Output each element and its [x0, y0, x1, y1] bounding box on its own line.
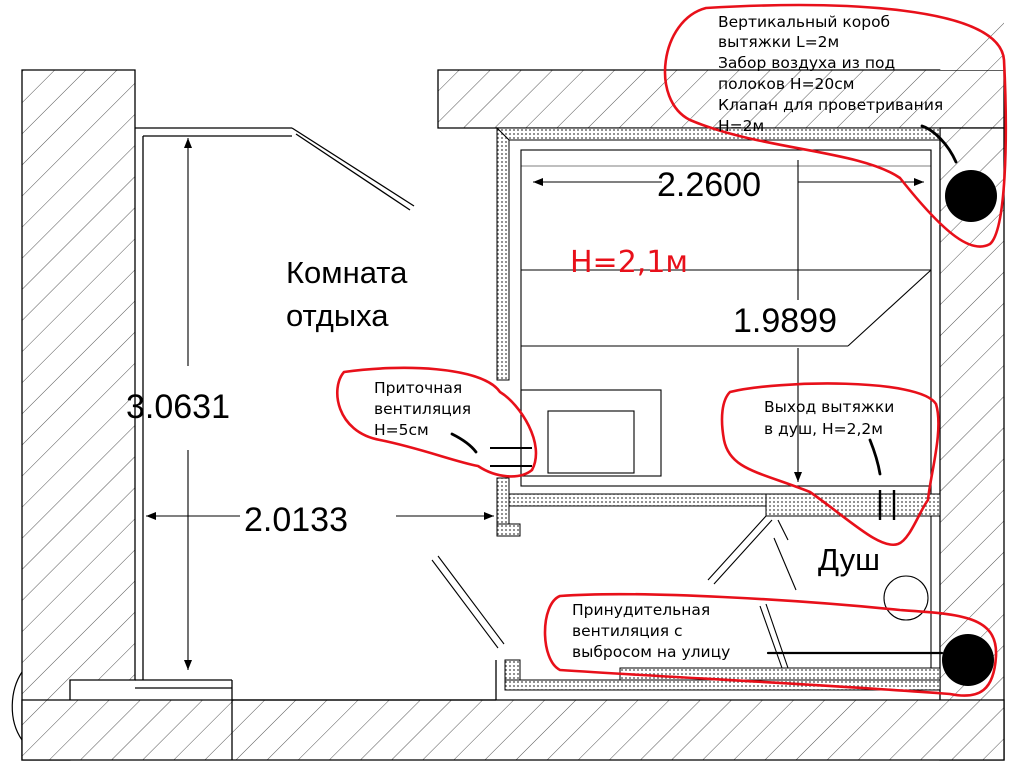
dimension-lines [146, 138, 924, 670]
note-forced: Принудительная вентиляция с выбросом на … [572, 601, 730, 661]
note-exhaust-box-line3: Забор воздуха из под [718, 54, 895, 72]
heater-outer [520, 389, 662, 477]
steam-room-height: H=2,1м [570, 245, 688, 280]
sauna-insulation [495, 126, 941, 691]
wall-arc [11, 671, 23, 741]
annotation-outlines [336, 3, 1008, 697]
dim-steam-depth: 1.9899 [733, 302, 837, 340]
note-exhaust-box-line5: Клапан для проветривания [718, 96, 943, 114]
note-exhaust-box: Вертикальный короб вытяжки L=2м Забор во… [718, 13, 943, 135]
note-supply: Приточная вентиляция H=5см [374, 379, 471, 439]
pointer-lines [450, 124, 958, 655]
note-shower-exit-line1: Выход вытяжки [764, 398, 894, 416]
note-forced-line1: Принудительная [572, 601, 710, 619]
note-supply-line1: Приточная [374, 379, 462, 397]
sauna-wall-bottom [508, 493, 771, 507]
exhaust-box-outline [663, 3, 1008, 248]
masonry-walls [21, 0, 1005, 761]
forced-outline [543, 592, 998, 697]
note-exhaust-box-line2: вытяжки L=2м [718, 33, 839, 51]
rest-room-outline [135, 127, 497, 760]
note-supply-line3: H=5см [374, 421, 429, 439]
note-forced-line2: вентиляция с [572, 622, 683, 640]
shower-left-stub [504, 659, 521, 681]
room-labels: Комната отдыха Душ H=2,1м [286, 245, 880, 577]
note-exhaust-box-line6: H=2м [718, 117, 764, 135]
note-shower-exit: Выход вытяжки в душ, H=2,2м [764, 398, 894, 438]
dimension-labels: 2.2600 1.9899 3.0631 2.0133 [126, 166, 837, 539]
shower-exhaust-symbol [878, 490, 896, 520]
wall-left [21, 69, 136, 761]
sauna-wall-left [496, 126, 510, 381]
shower-partition [765, 493, 941, 517]
bottom-strip [504, 679, 941, 691]
dim-rest-length: 3.0631 [126, 388, 230, 426]
rest-room-label-line2: отдыха [286, 298, 389, 333]
note-exhaust-box-line4: полоков H=20см [718, 75, 855, 93]
rest-room-label-line1: Комната [286, 255, 408, 290]
dim-rest-width: 2.0133 [244, 501, 348, 539]
wall-bottom [21, 699, 1005, 761]
dim-steam-width: 2.2600 [657, 166, 761, 204]
exhaust-box-pipe [945, 170, 997, 222]
forced-exhaust-pipe [942, 634, 994, 686]
note-forced-line3: выбросом на улицу [572, 643, 730, 661]
note-shower-exit-line2: в душ, H=2,2м [764, 420, 883, 438]
shower-label: Душ [818, 542, 880, 577]
supply-vent-symbol [490, 447, 532, 467]
note-exhaust-box-line1: Вертикальный короб [718, 13, 890, 31]
wall-stub-top-right [940, 0, 1004, 70]
note-supply-line2: вентиляция [374, 400, 471, 418]
sauna-interior [431, 149, 932, 669]
sauna-wall-bottom-left [496, 523, 521, 537]
shower-bottom [619, 667, 941, 681]
heater-inner [547, 410, 635, 474]
supply-outline [336, 366, 538, 478]
shower-exit-outline [720, 382, 940, 547]
